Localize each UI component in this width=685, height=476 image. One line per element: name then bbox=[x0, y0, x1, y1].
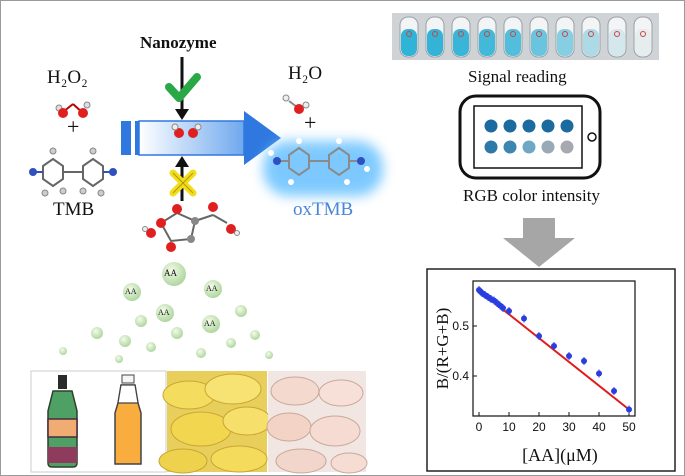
y-tick-label: 0.5 bbox=[452, 319, 469, 333]
x-axis-label: [AA](μM) bbox=[522, 445, 598, 466]
aa-bubble-label: AA bbox=[125, 287, 137, 296]
phone-color-dot bbox=[541, 119, 555, 133]
down-arrow bbox=[503, 218, 575, 267]
test-tube-strip bbox=[392, 13, 659, 60]
h2o2-molecule bbox=[55, 101, 91, 118]
x-tick-label: 20 bbox=[532, 420, 546, 434]
oxtmb-label: oxTMB bbox=[293, 199, 354, 220]
test-tube bbox=[555, 16, 575, 58]
h2o-label: H₂O bbox=[288, 63, 323, 84]
data-point bbox=[551, 343, 557, 349]
test-tube bbox=[477, 16, 497, 58]
calibration-chart: 0 10 20 30 40 50 0.4 0.5 [AA](μM) B/(R+G+B) bbox=[426, 268, 676, 472]
test-tube bbox=[607, 16, 627, 58]
oxtmb-molecule bbox=[263, 138, 383, 196]
check-icon bbox=[165, 73, 201, 102]
aa-bubble-label: AA bbox=[164, 268, 177, 278]
data-point bbox=[500, 305, 506, 311]
smartphone-icon bbox=[458, 94, 602, 180]
h2o-molecule bbox=[282, 94, 310, 114]
x-tick-label: 10 bbox=[502, 420, 516, 434]
aa-bubble-label: AA bbox=[204, 319, 216, 328]
plus-sign-left: + bbox=[67, 114, 80, 139]
wine-bottle-icon bbox=[47, 375, 78, 468]
phone-color-dot bbox=[484, 119, 498, 133]
x-tick-label: 0 bbox=[476, 420, 483, 434]
phone-color-dot bbox=[503, 140, 517, 154]
y-axis-label: B/(R+G+B) bbox=[433, 308, 452, 390]
phone-color-dot bbox=[503, 119, 517, 133]
phone-color-dot bbox=[484, 140, 498, 154]
nanozyme-label: Nanozyme bbox=[140, 33, 217, 52]
aa-bubble-label: AA bbox=[206, 284, 218, 293]
data-point bbox=[506, 308, 512, 314]
phone-color-dot bbox=[522, 119, 536, 133]
aa-bubble-label: AA bbox=[158, 308, 170, 317]
phone-color-dot bbox=[522, 140, 536, 154]
juice-bottle-icon bbox=[114, 374, 142, 465]
test-tube bbox=[529, 16, 549, 58]
test-tube bbox=[451, 16, 471, 58]
test-tube bbox=[425, 16, 445, 58]
pink-tablets bbox=[266, 376, 368, 474]
test-tube bbox=[503, 16, 523, 58]
aa-bubbles bbox=[59, 262, 273, 363]
phone-color-dot bbox=[541, 140, 555, 154]
data-point bbox=[611, 388, 617, 394]
ascorbic-acid-molecule bbox=[142, 202, 240, 252]
test-tube bbox=[399, 16, 419, 58]
x-tick-label: 50 bbox=[622, 420, 636, 434]
rgb-intensity-label: RGB color intensity bbox=[463, 186, 600, 205]
plot-area bbox=[472, 280, 636, 417]
phone-color-dot bbox=[560, 140, 574, 154]
plus-sign-right: + bbox=[304, 110, 317, 135]
reaction-arrow bbox=[121, 111, 281, 165]
data-point bbox=[626, 406, 632, 413]
test-tube bbox=[581, 16, 601, 58]
test-tube bbox=[633, 16, 653, 58]
h2o2-label: H₂O₂ bbox=[47, 67, 88, 88]
x-tick-label: 30 bbox=[562, 420, 576, 434]
signal-reading-label: Signal reading bbox=[468, 67, 567, 86]
data-point bbox=[536, 333, 542, 339]
phone-color-dot bbox=[560, 119, 574, 133]
tmb-molecule bbox=[29, 147, 117, 197]
data-point bbox=[581, 358, 587, 364]
cross-icon bbox=[169, 169, 197, 197]
food-samples bbox=[30, 370, 368, 474]
data-point bbox=[566, 353, 572, 359]
x-tick-label: 40 bbox=[592, 420, 606, 434]
y-tick-label: 0.4 bbox=[452, 369, 469, 383]
nanozyme-arrow bbox=[175, 57, 189, 120]
yellow-tablets bbox=[158, 373, 272, 474]
data-point bbox=[596, 370, 602, 377]
tmb-label: TMB bbox=[53, 199, 95, 220]
data-point bbox=[521, 315, 527, 322]
